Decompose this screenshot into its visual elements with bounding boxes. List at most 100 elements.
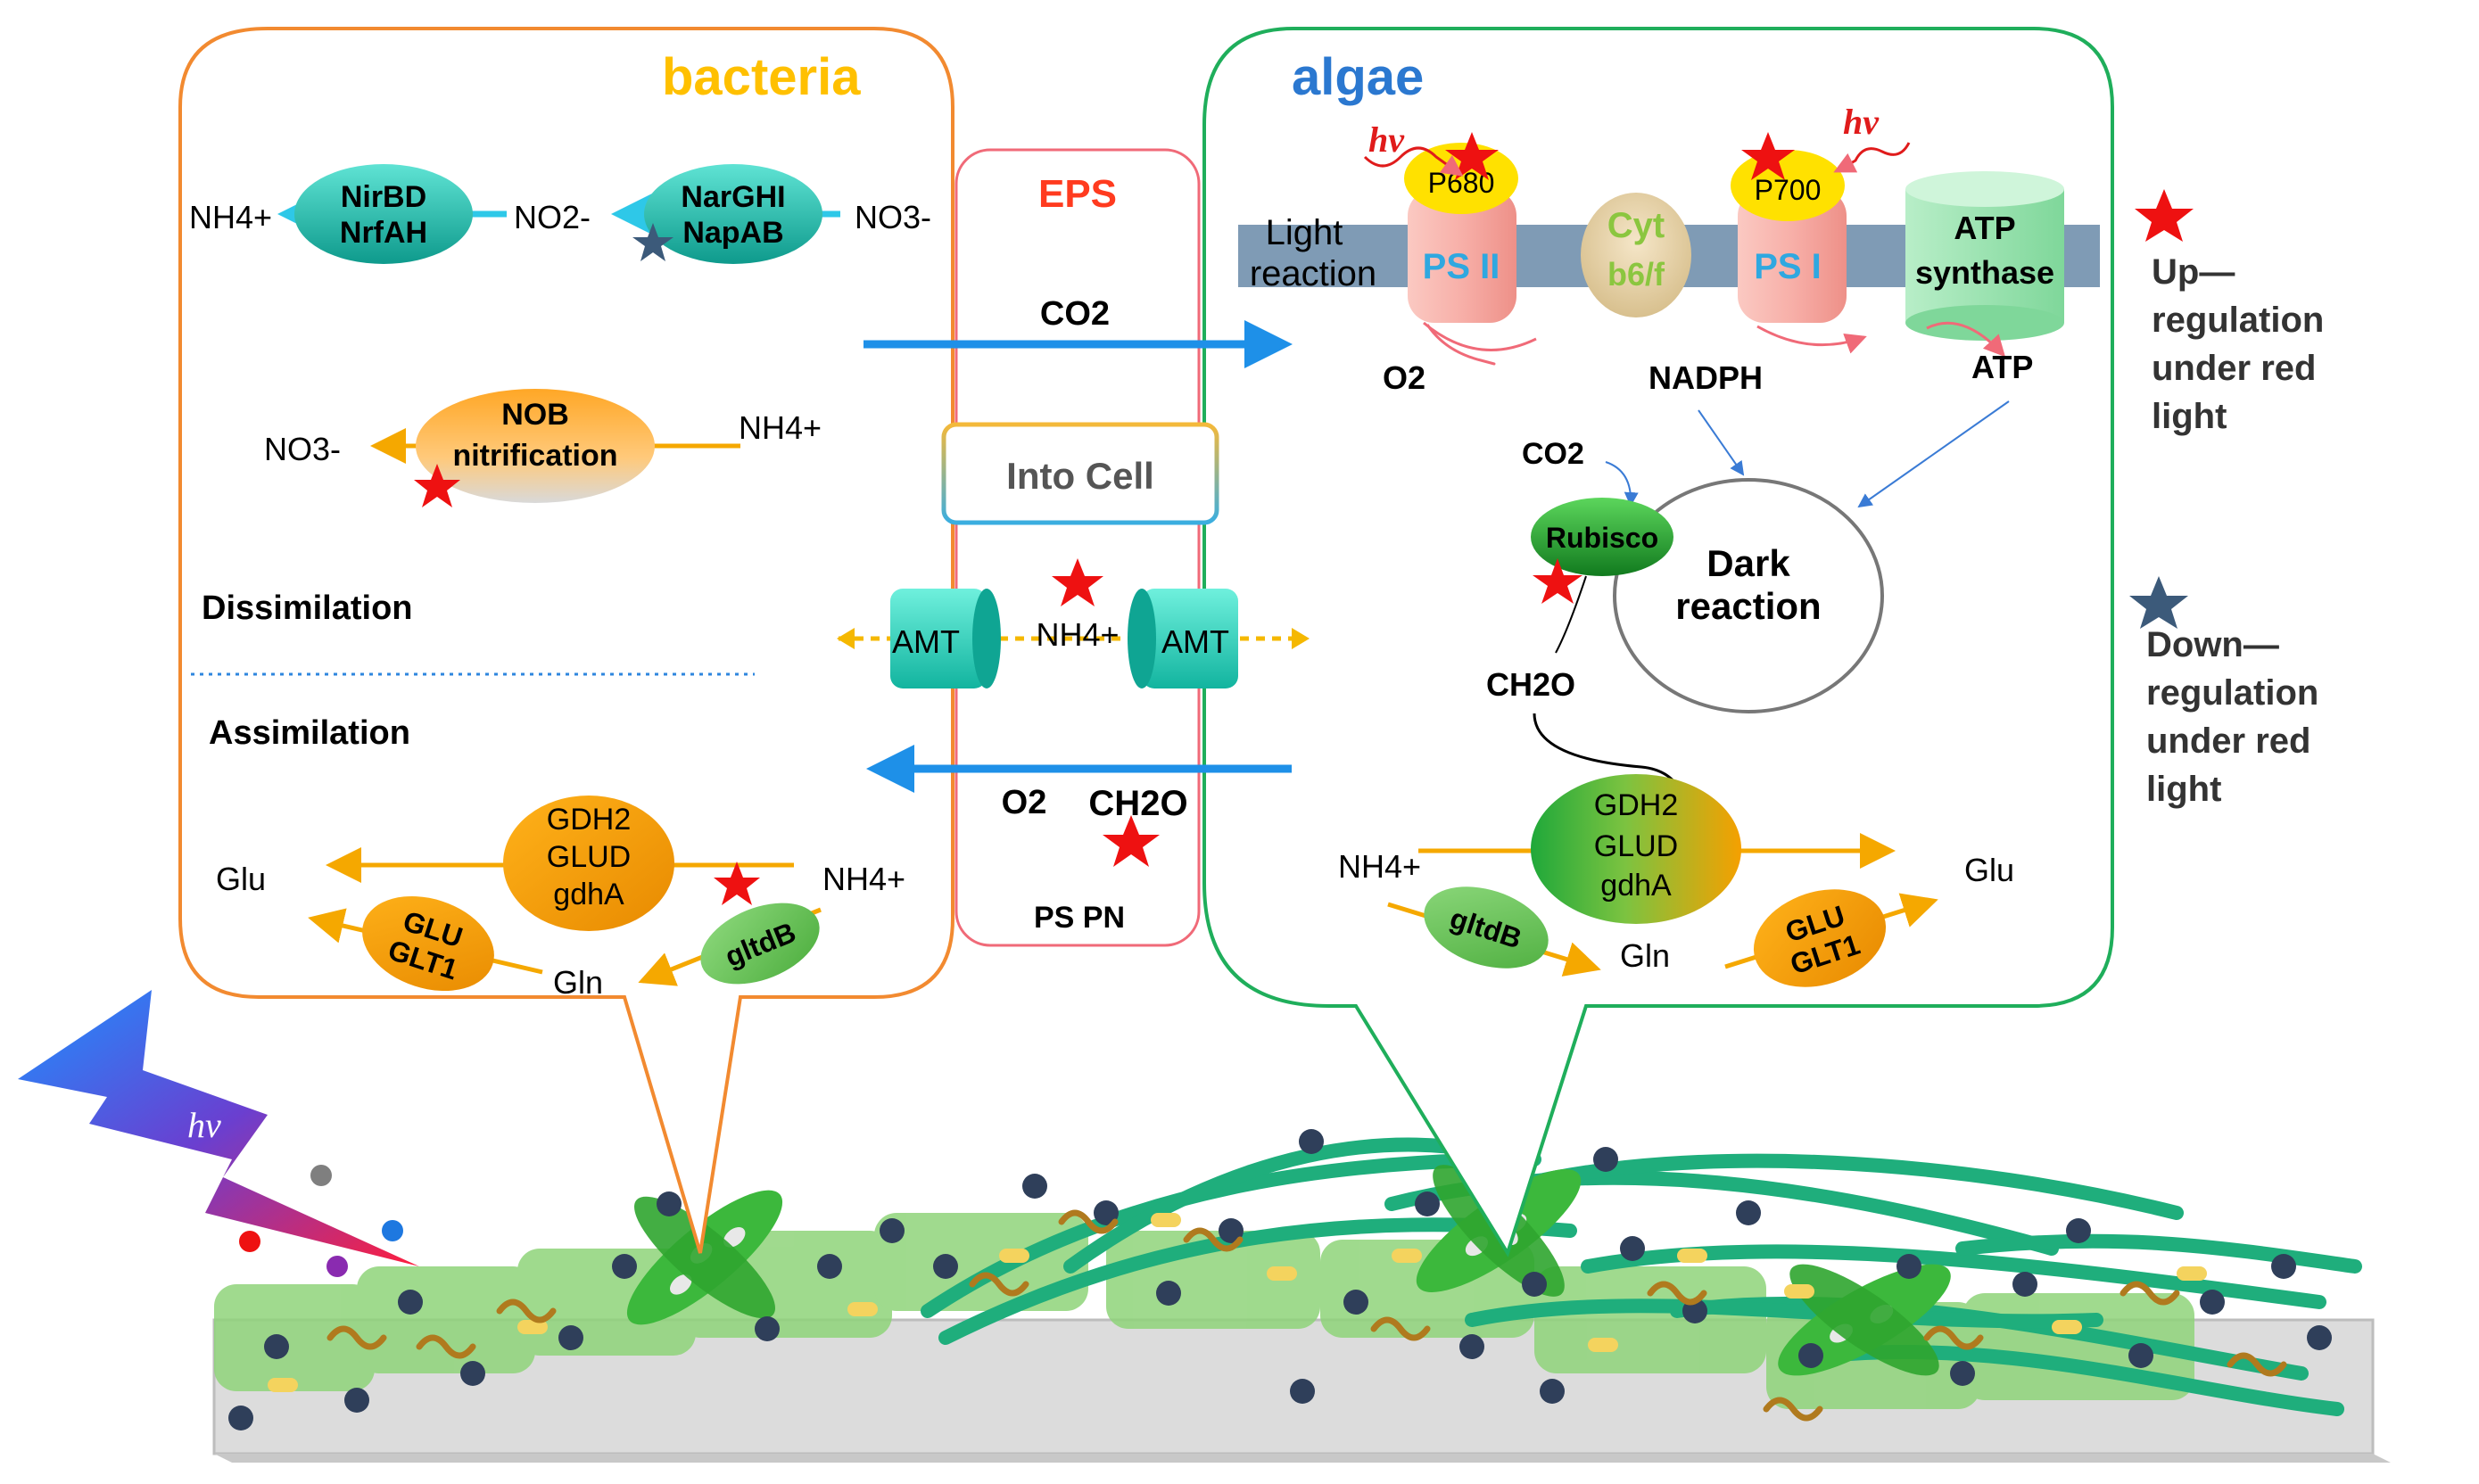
up-regulation-star-icon bbox=[414, 464, 460, 507]
algae-gln-label: Gln bbox=[1620, 937, 1670, 974]
atp-to-dark-arrow bbox=[1857, 400, 2010, 508]
rubisco-out-line bbox=[1555, 575, 1587, 654]
algae-glud-label: GLUD bbox=[1594, 829, 1678, 863]
amt-left-label: AMT bbox=[892, 623, 960, 660]
bact-gdh-enzyme: GDH2 GLUD gdhA bbox=[503, 796, 674, 931]
up-regulation-star-icon bbox=[714, 862, 760, 905]
into-cell-box bbox=[941, 422, 1219, 525]
atp-label: ATP bbox=[1971, 349, 2033, 385]
legend-down-3: under red bbox=[2146, 721, 2310, 761]
algae-gdh-enzyme: GDH2 GLUD gdhA bbox=[1531, 774, 1741, 924]
hv1-squiggle bbox=[1363, 146, 1464, 177]
ps2-complex: P680 PS II bbox=[1404, 143, 1518, 323]
biofilm-diatoms bbox=[626, 1165, 1951, 1376]
bact-glu-glt1-enzyme: GLU GLT1 bbox=[362, 895, 494, 992]
legend-down-1: Down— bbox=[2146, 625, 2279, 664]
cyt-b6f-complex: Cyt b6/f bbox=[1581, 193, 1691, 317]
light-bolt-icon: hν bbox=[18, 990, 419, 1277]
assimilation-label: Assimilation bbox=[209, 714, 410, 752]
biofilm-rods bbox=[268, 1213, 2207, 1392]
o2-release-curve bbox=[1425, 324, 1496, 366]
bact-glu-label: Glu bbox=[216, 861, 266, 897]
legend-down-star-icon bbox=[2129, 576, 2188, 629]
atp-curve bbox=[1926, 321, 2006, 358]
ps2-label: PS II bbox=[1423, 247, 1500, 286]
bact-gln-label: Gln bbox=[553, 964, 603, 1001]
up-regulation-star-icon bbox=[1103, 815, 1160, 867]
algae-gdh2-label: GDH2 bbox=[1594, 788, 1678, 822]
nadph-curve bbox=[1756, 325, 1867, 354]
bact-glud-label: GLUD bbox=[547, 840, 631, 874]
bact-nh4-label: NH4+ bbox=[189, 199, 272, 235]
hv2-label: hν bbox=[1843, 102, 1880, 142]
legend-down-4: light bbox=[2146, 770, 2221, 809]
algae-gdha-label: gdhA bbox=[1600, 869, 1672, 903]
bolt-hv-label: hν bbox=[187, 1105, 221, 1145]
narghi-label: NarGHI bbox=[681, 180, 785, 214]
algae-glu-glt1-enzyme: GLU GLT1 bbox=[1753, 889, 1887, 987]
dissimilation-label: Dissimilation bbox=[202, 589, 413, 627]
bact-no2-label: NO2- bbox=[514, 199, 591, 235]
hv1-label: hν bbox=[1368, 120, 1405, 160]
ps2-out-curve bbox=[1423, 321, 1537, 351]
calvin-cycle-circle bbox=[1613, 478, 1884, 713]
napab-label: NapAB bbox=[682, 216, 783, 250]
rubisco-enzyme: Rubisco bbox=[1531, 498, 1673, 576]
legend-up-4: light bbox=[2152, 397, 2227, 436]
algae-co2-label: CO2 bbox=[1522, 437, 1584, 471]
biofilm-cells bbox=[214, 1213, 2194, 1409]
up-regulation-star-icon bbox=[1533, 558, 1582, 604]
eps-ch2o-label: CH2O bbox=[1088, 784, 1187, 823]
nob-nitrification-enzyme: NOB nitrification bbox=[416, 389, 655, 503]
up-regulation-star-icon bbox=[1052, 558, 1103, 606]
cyt-label: Cyt bbox=[1607, 206, 1665, 245]
bact-gltdb-enzyme: gltdB bbox=[700, 903, 820, 985]
legend-up-1: Up— bbox=[2152, 252, 2235, 292]
ps1-label: PS I bbox=[1754, 247, 1822, 286]
eps-nh4-label: NH4+ bbox=[1036, 616, 1119, 653]
nrfah-label: NrfAH bbox=[340, 216, 427, 250]
up-regulation-star-icon bbox=[1741, 132, 1795, 180]
amt-right-transporter: AMT bbox=[1128, 589, 1238, 688]
bact-gdh2-label: GDH2 bbox=[547, 803, 631, 837]
eps-pspn-label: PS PN bbox=[1034, 901, 1125, 935]
bact-no3-label: NO3- bbox=[855, 199, 931, 235]
nitrification-label: nitrification bbox=[452, 439, 617, 473]
atp-synthase-complex: ATP synthase bbox=[1905, 171, 2064, 341]
into-cell-label: Into Cell bbox=[1006, 455, 1154, 497]
legend-down-2: regulation bbox=[2146, 673, 2318, 713]
eps-co2-label: CO2 bbox=[1040, 295, 1110, 333]
p700-label: P700 bbox=[1755, 174, 1822, 206]
dark-reaction-label: reaction bbox=[1675, 585, 1821, 627]
bacteria-title: bacteria bbox=[662, 48, 861, 106]
legend-up-2: regulation bbox=[2152, 301, 2324, 340]
amt-left-transporter: AMT bbox=[890, 589, 1001, 688]
rubisco-label: Rubisco bbox=[1546, 522, 1658, 554]
algae-ch2o-label: CH2O bbox=[1486, 666, 1575, 703]
nob-label: NOB bbox=[501, 398, 569, 432]
atp-synthase-label1: ATP bbox=[1954, 210, 2015, 246]
nob-no3-label: NO3- bbox=[264, 431, 341, 467]
bact-nh4-assim-label: NH4+ bbox=[822, 861, 905, 897]
hv2-squiggle bbox=[1833, 142, 1911, 173]
light-label: Light bbox=[1266, 213, 1343, 252]
eps-o2-label: O2 bbox=[1002, 784, 1047, 821]
reaction-label: reaction bbox=[1250, 254, 1376, 293]
biofilm-bacteria-dots bbox=[228, 1129, 2332, 1430]
algae-glu-label: Glu bbox=[1964, 852, 2014, 888]
algae-nh4-label: NH4+ bbox=[1338, 848, 1421, 885]
up-regulation-star-icon bbox=[1445, 132, 1499, 180]
algae-title: algae bbox=[1292, 48, 1424, 106]
nirbd-nrfah-enzyme: NirBD NrfAH bbox=[294, 164, 473, 264]
nadph-to-dark-arrow bbox=[1698, 409, 1745, 476]
nob-nh4-label: NH4+ bbox=[739, 409, 822, 446]
b6f-label: b6/f bbox=[1607, 256, 1665, 293]
ps1-complex: P700 PS I bbox=[1731, 150, 1847, 323]
bact-gdha-label: gdhA bbox=[553, 878, 624, 911]
legend-up-star-icon bbox=[2135, 189, 2194, 242]
biofilm-squiggles bbox=[326, 1209, 2287, 1422]
legend-up-3: under red bbox=[2152, 349, 2316, 388]
dark-label: Dark bbox=[1706, 542, 1790, 584]
